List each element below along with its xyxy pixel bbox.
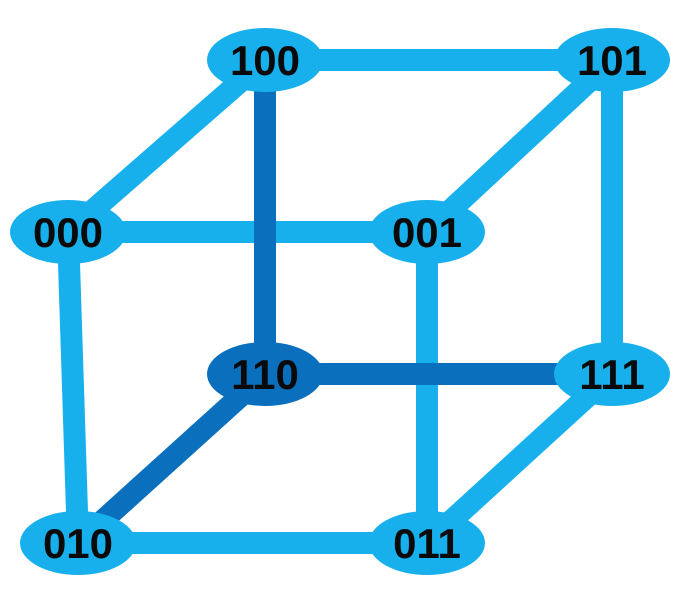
nodes-layer: 000 001 010 011 100 101 110 111 — [10, 28, 670, 575]
node-100: 100 — [207, 28, 323, 92]
node-ellipse-010 — [20, 511, 136, 575]
edge-000-010 — [57, 231, 89, 544]
node-ellipse-000 — [10, 200, 126, 264]
node-ellipse-001 — [369, 200, 485, 264]
edge-001-101 — [419, 51, 620, 241]
node-ellipse-011 — [369, 511, 485, 575]
edges-layer — [57, 49, 623, 554]
node-label-110: 110 — [231, 351, 299, 398]
node-011: 011 — [369, 511, 485, 575]
node-ellipse-110 — [207, 342, 323, 406]
edge-000-100 — [60, 51, 273, 241]
node-111: 111 — [554, 342, 670, 406]
node-label-011: 011 — [393, 520, 461, 567]
node-label-100: 100 — [230, 37, 300, 84]
edge-010-110 — [70, 365, 273, 552]
node-label-001: 001 — [392, 209, 462, 256]
node-label-010: 010 — [43, 520, 113, 567]
node-ellipse-101 — [554, 28, 670, 92]
edge-011-111 — [419, 365, 620, 552]
node-label-111: 111 — [579, 351, 644, 398]
node-001: 001 — [369, 200, 485, 264]
node-101: 101 — [554, 28, 670, 92]
node-label-000: 000 — [33, 209, 103, 256]
node-label-101: 101 — [577, 37, 647, 84]
node-010: 010 — [20, 511, 136, 575]
node-000: 000 — [10, 200, 126, 264]
node-ellipse-111 — [554, 342, 670, 406]
node-ellipse-100 — [207, 28, 323, 92]
node-110: 110 — [207, 342, 323, 406]
